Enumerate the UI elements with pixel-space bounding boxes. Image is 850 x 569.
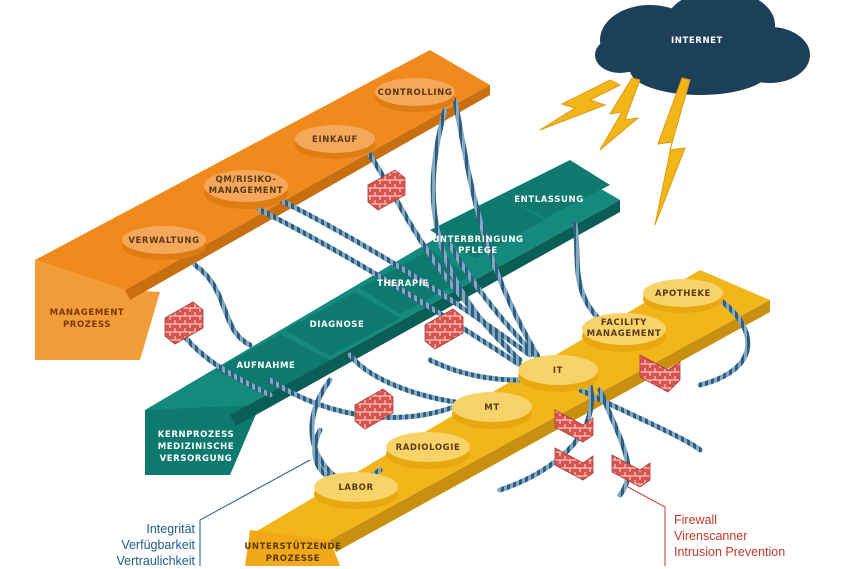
support-label-2: PROZESSE [266,554,320,564]
node-facility-management[interactable]: FACILITY MANAGEMENT [582,313,666,352]
lightning-bolts [539,77,691,226]
node-label: MT [484,403,499,413]
kern-label-1: KERNPROZESS [158,430,234,440]
node-label: IT [553,366,563,376]
kern-step-labels: AUFNAHME DIAGNOSE THERAPIE UNTERBRINGUNG… [237,195,584,371]
step-pflege[interactable]: PFLEGE [458,246,498,256]
lightning-bolt-icon [539,79,622,131]
management-label-2: PROZESS [63,320,111,330]
internet-cloud: INTERNET [595,0,810,95]
firewalls [164,169,681,488]
legend-item: Virenscanner [674,529,748,543]
security-measures-list: Firewall Virenscanner Intrusion Preventi… [674,512,844,560]
legend-item: Intrusion Prevention [674,545,786,559]
node-verwaltung[interactable]: VERWALTUNG [122,226,206,260]
firewall-icon [611,454,651,488]
firewall-icon [424,308,464,350]
legend-item: Integrität [146,522,195,536]
node-einkauf[interactable]: EINKAUF [295,125,375,159]
internet-label: INTERNET [671,36,723,46]
node-label: LABOR [338,483,373,493]
legend-item: Firewall [674,513,718,527]
firewall-icon [164,301,204,345]
network-cables [177,97,751,498]
lightning-bolt-icon [654,77,691,226]
firewall-icon [367,169,406,211]
step-therapie[interactable]: THERAPIE [377,279,429,289]
kern-label-2: MEDIZINISCHE [158,442,235,452]
legend-item: Verfügbarkeit [121,538,195,552]
node-it[interactable]: IT [518,355,598,392]
legend-leaders [199,459,666,566]
node-mt[interactable]: MT [452,392,532,429]
support-label-1: UNTERSTÜTZENDE [244,541,341,552]
node-qm-risiko[interactable]: QM/RISIKO- MANAGEMENT [204,170,288,209]
lightning-bolt-icon [599,77,641,151]
support-nodes: APOTHEKE FACILITY MANAGEMENT IT MT RADIO… [314,279,723,509]
firewall-icon [354,388,394,430]
node-label: CONTROLLING [378,88,453,98]
node-labor[interactable]: LABOR [314,472,398,509]
step-entlassung[interactable]: ENTLASSUNG [514,195,584,205]
management-label-1: MANAGEMENT [50,308,125,318]
node-label: QM/RISIKO- [216,175,277,185]
node-label: EINKAUF [312,135,358,145]
node-label: RADIOLOGIE [396,443,461,453]
node-label: APOTHEKE [655,289,711,299]
node-apotheke[interactable]: APOTHEKE [643,279,723,313]
step-diagnose[interactable]: DIAGNOSE [310,320,365,330]
node-radiologie[interactable]: RADIOLOGIE [386,432,470,469]
step-aufnahme[interactable]: AUFNAHME [237,361,296,371]
node-label: MANAGEMENT [209,186,284,196]
firewall-icon [639,354,681,393]
node-label: VERWALTUNG [128,236,199,246]
step-unterbringung[interactable]: UNTERBRINGUNG [432,235,523,245]
kern-label-3: VERSORGUNG [160,454,233,464]
management-nodes: CONTROLLING EINKAUF QM/RISIKO- MANAGEMEN… [122,78,455,260]
node-label: FACILITY [601,318,647,328]
legend-item: Vertraulichkeit [116,554,195,568]
node-label: MANAGEMENT [587,329,662,339]
node-controlling[interactable]: CONTROLLING [375,78,455,112]
band-labels: MANAGEMENT PROZESS KERNPROZESS MEDIZINIS… [50,308,341,564]
security-goals-list: Integrität Verfügbarkeit Vertraulichkeit [90,521,195,569]
kern-band [145,160,620,475]
firewall-icon [554,409,594,443]
firewall-icon [554,447,594,481]
